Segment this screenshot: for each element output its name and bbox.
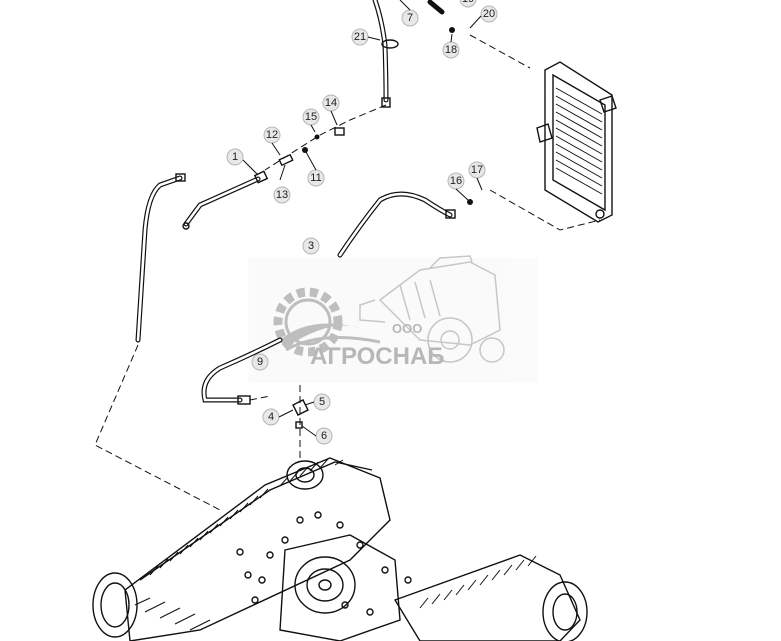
callout-7: 7 [401,9,419,27]
callout-12: 12 [263,126,281,144]
callout-16: 16 [447,172,465,190]
callout-21: 21 [351,28,369,46]
callout-9: 9 [251,353,269,371]
svg-text:1: 1 [232,151,238,163]
callout-6: 6 [315,427,333,445]
pipe-1 [182,170,269,230]
watermark: ООО АГРОСНАБ [248,255,538,383]
watermark-brand: АГРОСНАБ [310,343,445,370]
callout-14: 14 [322,94,340,112]
callout-18: 18 [442,41,460,59]
gear-logo-icon [273,287,381,357]
svg-text:5: 5 [319,396,325,408]
callout-4: 4 [262,408,280,426]
radiator [536,61,617,223]
svg-text:9: 9 [257,356,263,368]
svg-text:14: 14 [325,97,337,109]
svg-text:7: 7 [407,12,413,24]
svg-text:19: 19 [462,0,474,5]
callout-11: 11 [307,169,325,187]
svg-text:12: 12 [266,129,278,141]
watermark-prefix: ООО [392,321,422,336]
svg-text:13: 13 [276,189,288,201]
svg-text:11: 11 [310,172,321,184]
callout-15: 15 [302,108,320,126]
svg-text:6: 6 [321,430,327,442]
fittings [278,27,473,429]
svg-text:18: 18 [445,44,457,56]
svg-text:4: 4 [268,411,274,423]
svg-text:16: 16 [450,175,462,187]
callout-3: 3 [302,237,320,255]
hose-3 [337,191,456,258]
long-pipe [135,173,186,343]
svg-text:21: 21 [354,31,366,43]
hose-21 [372,0,445,108]
svg-text:15: 15 [305,111,317,123]
callout-5: 5 [313,393,331,411]
callout-20: 20 [480,5,498,23]
svg-text:3: 3 [308,240,314,252]
callout-17: 17 [468,161,486,179]
callout-leaders [242,0,483,437]
axle-assembly [92,457,588,641]
callout-13: 13 [273,186,291,204]
harvester-icon [359,255,505,363]
callout-19: 19 [459,0,477,8]
bolts [236,511,412,616]
svg-text:17: 17 [471,164,483,176]
callout-1: 1 [226,148,244,166]
svg-text:20: 20 [483,8,495,20]
